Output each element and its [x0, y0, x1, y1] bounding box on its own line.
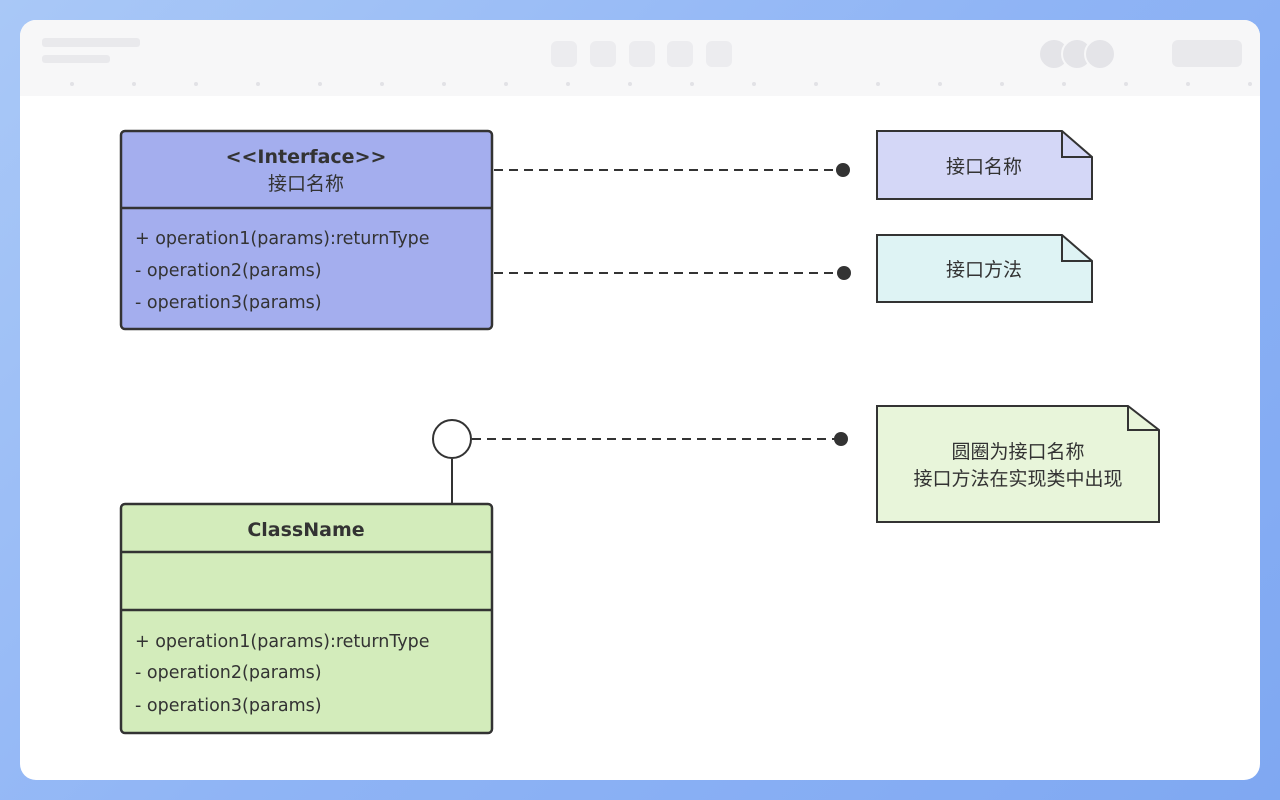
ruler-tick: [1124, 82, 1128, 86]
subtitle-placeholder: [42, 55, 110, 63]
ruler-tick: [814, 82, 818, 86]
ruler-tick: [256, 82, 260, 86]
note-text: 接口方法在实现类中出现: [913, 468, 1122, 490]
ruler-tick: [566, 82, 570, 86]
share-button[interactable]: [1172, 40, 1242, 67]
ruler-tick: [1000, 82, 1004, 86]
note-shape: [876, 130, 1093, 200]
note-text: 圆圈为接口名称: [951, 441, 1084, 463]
toolbar-button-1[interactable]: [551, 41, 577, 67]
ruler-tick: [628, 82, 632, 86]
note-fold: [1061, 131, 1092, 158]
ruler-tick: [132, 82, 136, 86]
ruler-tick: [194, 82, 198, 86]
ruler-tick: [690, 82, 694, 86]
connector-endpoint: [837, 266, 851, 280]
toolbar-button-5[interactable]: [706, 41, 732, 67]
ruler-tick: [938, 82, 942, 86]
ruler-tick: [1186, 82, 1190, 86]
ruler-tick: [876, 82, 880, 86]
interface-stereotype: <<Interface>>: [226, 146, 387, 168]
interface-name: 接口名称: [268, 173, 344, 195]
title-placeholder: [42, 38, 140, 47]
note-interface-methods[interactable]: 接口方法: [876, 234, 1093, 303]
concrete-class[interactable]: ClassName + operation1(params):returnTyp…: [119, 502, 494, 735]
class-method: - operation2(params): [135, 663, 322, 683]
ruler-tick: [318, 82, 322, 86]
ruler-tick: [442, 82, 446, 86]
ruler-tick: [752, 82, 756, 86]
connector-endpoint: [834, 432, 848, 446]
toolbar-button-2[interactable]: [590, 41, 616, 67]
note-fold: [1061, 235, 1092, 262]
note-text: 接口名称: [946, 156, 1022, 178]
ruler-tick: [1062, 82, 1066, 86]
ruler-tick: [380, 82, 384, 86]
lollipop-circle[interactable]: [432, 419, 472, 459]
concrete-class-box: [119, 502, 494, 735]
class-name: ClassName: [247, 519, 364, 541]
toolbar-button-3[interactable]: [629, 41, 655, 67]
interface-method: - operation3(params): [135, 293, 322, 313]
interface-class-box: [119, 129, 494, 331]
class-method: - operation3(params): [135, 696, 322, 716]
toolbar-button-4[interactable]: [667, 41, 693, 67]
ruler-tick: [1248, 82, 1252, 86]
interface-method: + operation1(params):returnType: [135, 229, 430, 249]
note-shape: [876, 234, 1093, 303]
connector-endpoint: [836, 163, 850, 177]
note-shape: [876, 405, 1160, 523]
avatar[interactable]: [1084, 38, 1116, 70]
note-fold: [1127, 406, 1159, 431]
toolbar: [20, 20, 1260, 96]
note-lollipop[interactable]: 圆圈为接口名称 接口方法在实现类中出现: [876, 405, 1160, 523]
class-method: + operation1(params):returnType: [135, 632, 430, 652]
ruler-tick: [70, 82, 74, 86]
interface-method: - operation2(params): [135, 261, 322, 281]
ruler-tick: [504, 82, 508, 86]
interface-class[interactable]: <<Interface>> 接口名称 + operation1(params):…: [119, 129, 494, 331]
note-interface-name[interactable]: 接口名称: [876, 130, 1093, 200]
note-text: 接口方法: [946, 259, 1022, 281]
